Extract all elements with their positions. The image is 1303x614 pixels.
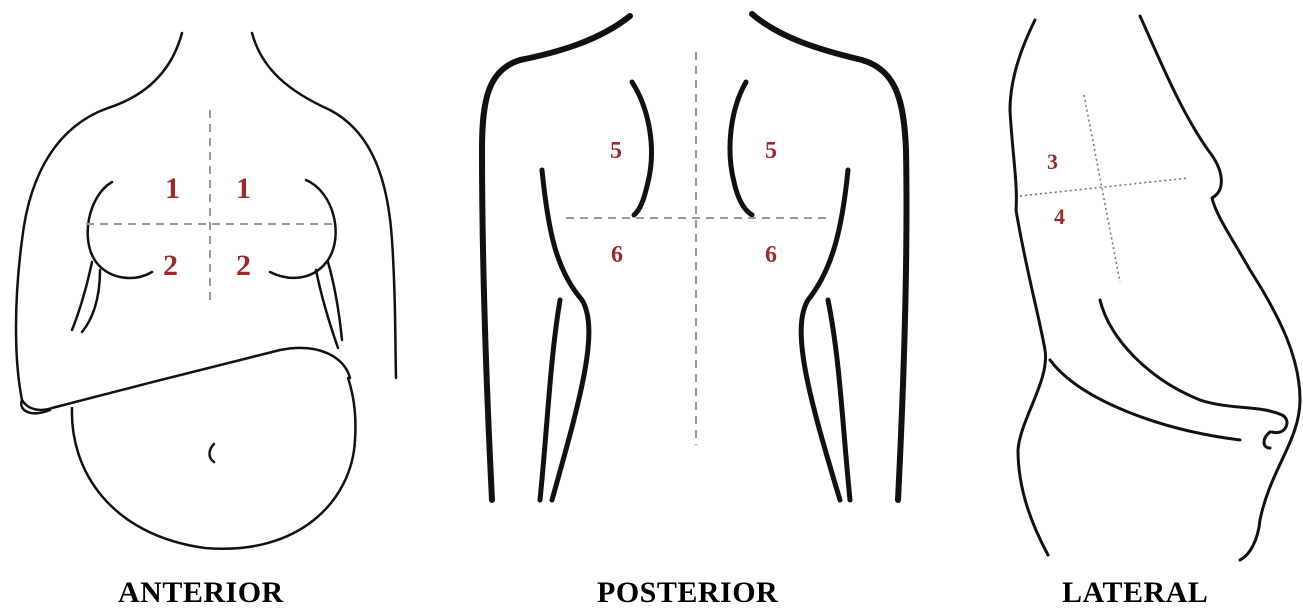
lateral-front-outline: [1140, 16, 1300, 520]
posterior-figure: 5 5 6 6: [482, 14, 907, 500]
posterior-left-waist-outline: [542, 170, 589, 500]
anterior-zone-label: 1: [165, 172, 180, 205]
posterior-left-inner-arm: [540, 300, 560, 500]
posterior-right-waist-outline: [801, 170, 848, 500]
lateral-forearm-outline: [1050, 360, 1240, 440]
posterior-caption: POSTERIOR: [597, 578, 778, 608]
anterior-left-shoulder-outline: [16, 33, 182, 410]
posterior-zone-label: 6: [611, 242, 623, 268]
anterior-left-inner-arm: [72, 262, 100, 332]
anterior-belly-outline: [72, 378, 356, 549]
lateral-vertical-guide: [1084, 95, 1120, 282]
anterior-caption: ANTERIOR: [118, 578, 284, 608]
anterior-navel: [210, 444, 215, 462]
anterior-forearm-outline: [21, 400, 50, 413]
anterior-left-breast-outline: [88, 182, 152, 278]
anterior-zone-label: 1: [236, 172, 251, 205]
anterior-zone-label: 2: [236, 249, 251, 282]
anterior-figure: 1 1 2 2: [16, 33, 396, 549]
lateral-back-outline: [1010, 20, 1048, 555]
lateral-zone-label: 3: [1047, 149, 1058, 174]
anterior-zone-label: 2: [163, 249, 178, 282]
lateral-caption: LATERAL: [1062, 578, 1208, 608]
posterior-right-scapula: [730, 82, 752, 215]
posterior-left-scapula: [632, 82, 651, 215]
posterior-zone-label: 5: [610, 138, 622, 164]
lateral-hand-outline: [1264, 432, 1270, 448]
lateral-leg-outline: [1240, 520, 1260, 560]
anterior-right-inner-arm: [316, 262, 342, 348]
anterior-arm-outline: [52, 348, 350, 408]
anterior-right-breast-outline: [270, 180, 336, 278]
lateral-zone-label: 4: [1054, 204, 1065, 229]
anterior-right-shoulder-outline: [252, 33, 396, 378]
lateral-figure: 3 4: [1010, 16, 1300, 560]
lateral-horizontal-guide: [1020, 178, 1188, 196]
posterior-zone-label: 5: [765, 138, 777, 164]
posterior-zone-label: 6: [765, 242, 777, 268]
